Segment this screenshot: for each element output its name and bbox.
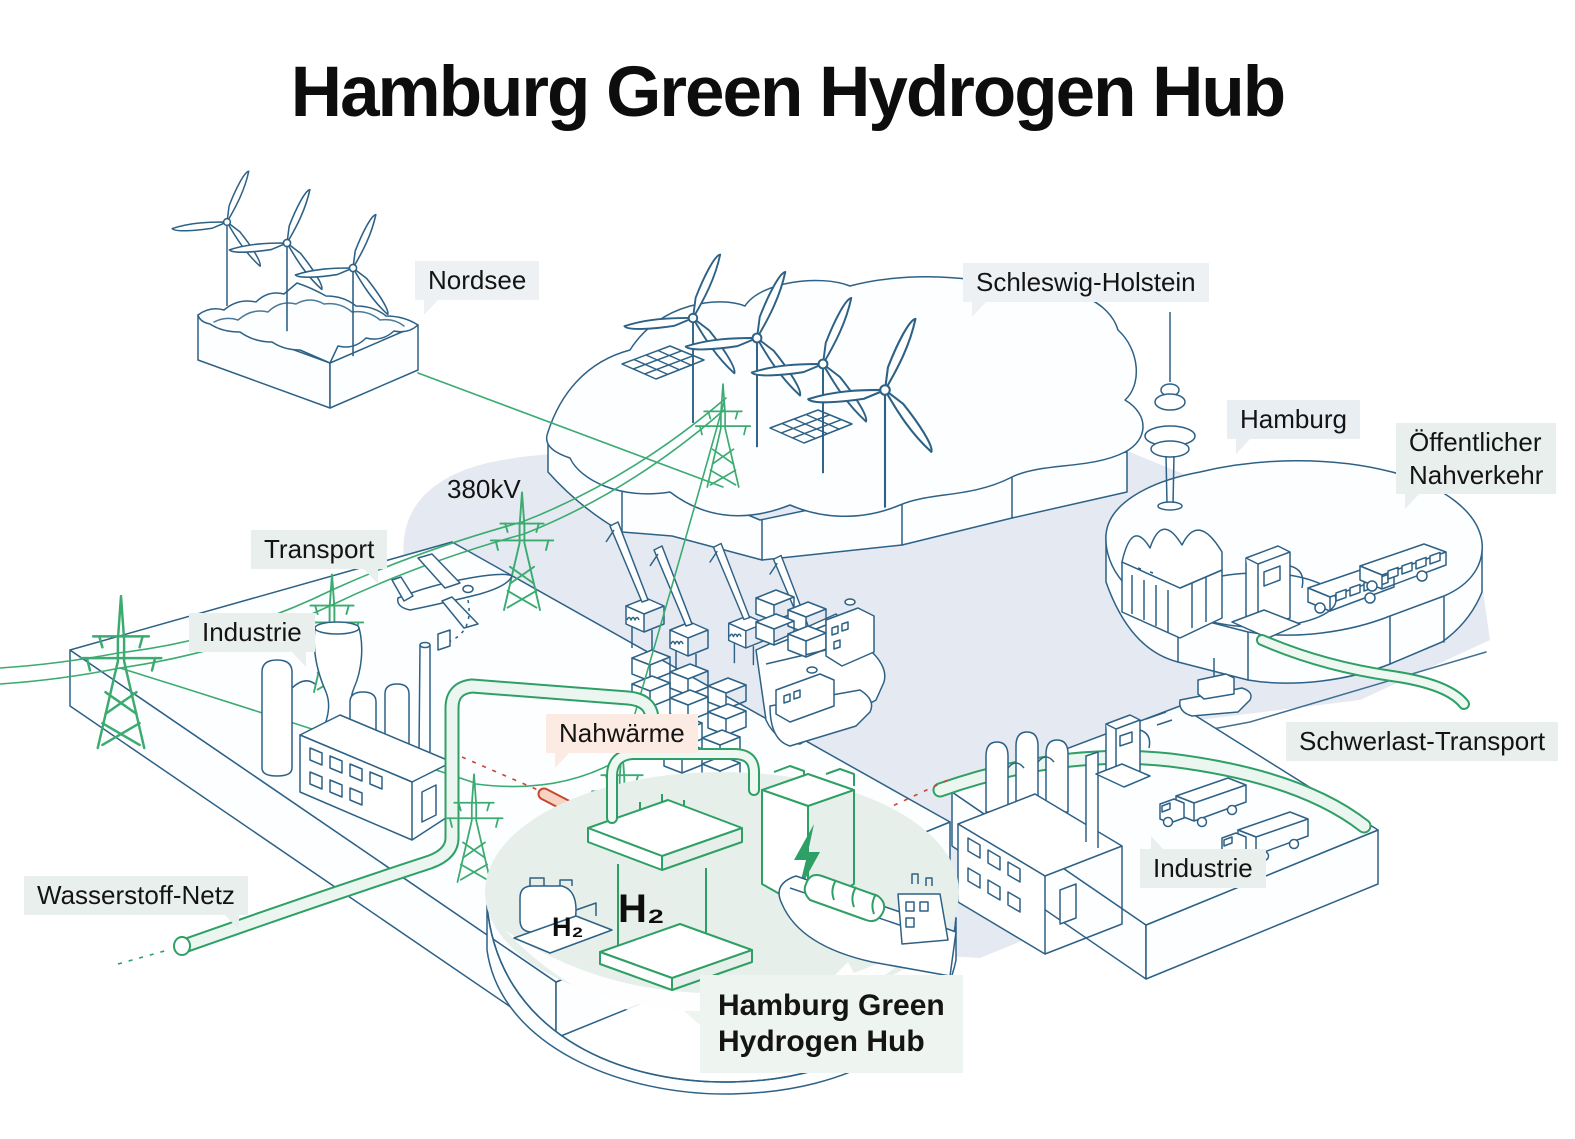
- factory-building-icon: [957, 751, 1123, 955]
- label-hamburg: Hamburg: [1227, 400, 1360, 453]
- label-nahwaerme-text: Nahwärme: [559, 718, 685, 748]
- label-380kv: 380kV: [447, 474, 521, 505]
- label-industrie-right: Industrie: [1140, 836, 1266, 888]
- airplane-icon: [391, 553, 513, 651]
- label-hub-callout: Hamburg Green Hydrogen Hub: [684, 975, 963, 1073]
- process-columns: [985, 731, 1069, 813]
- refinery-icon: [261, 621, 453, 841]
- ferry-icon: [1145, 658, 1252, 726]
- label-industrie-left: Industrie: [189, 613, 315, 666]
- label-schleswig-holstein-text: Schleswig-Holstein: [976, 267, 1196, 297]
- label-wasserstoff-netz-text: Wasserstoff-Netz: [37, 880, 235, 910]
- port-terminal: [605, 521, 886, 788]
- island-pipeline: [1256, 634, 1470, 710]
- schleswig-holstein-island: [546, 250, 1144, 561]
- label-oeffentlicher-line2: Nahverkehr: [1409, 459, 1544, 490]
- hydrogen-fuel-station-icon: [1231, 545, 1304, 639]
- lightning-bolt-icon: [794, 824, 820, 892]
- label-transport: Transport: [251, 530, 388, 583]
- label-nordsee: Nordsee: [415, 261, 540, 314]
- electrolyzer-icon: [587, 794, 753, 991]
- hamburg-island: [1105, 312, 1483, 684]
- label-oeffentlicher-line1: Öffentlicher: [1409, 427, 1542, 457]
- platform-pipeline: [932, 749, 1372, 834]
- label-schleswig-holstein: Schleswig-Holstein: [963, 263, 1209, 316]
- label-transport-text: Transport: [264, 534, 375, 564]
- label-wasserstoff-netz: Wasserstoff-Netz: [24, 876, 248, 929]
- nordsee-windfarm: [171, 168, 419, 409]
- label-schwerlast-transport: Schwerlast-Transport: [1286, 722, 1559, 761]
- label-nahwaerme: Nahwärme: [546, 714, 698, 767]
- label-hamburg-text: Hamburg: [1240, 404, 1347, 434]
- concert-hall-icon: [1121, 528, 1223, 639]
- label-nordsee-text: Nordsee: [428, 265, 527, 295]
- page-title: Hamburg Green Hydrogen Hub: [290, 53, 1286, 132]
- fuel-dispenser-icon: [1095, 714, 1151, 788]
- hydrogen-pipeline: [117, 678, 660, 965]
- feeder-ship-icon: [769, 666, 873, 747]
- hydrogen-tanker-ship-icon: [778, 873, 957, 977]
- label-hub-callout-line2: Hydrogen Hub: [718, 1025, 925, 1058]
- label-380kv-text: 380kV: [447, 474, 521, 504]
- tv-tower-icon: [1144, 312, 1196, 511]
- compressor-label: H₂: [552, 912, 584, 942]
- label-hub-callout-line1: Hamburg Green: [718, 989, 945, 1022]
- right-industrial-platform: [932, 705, 1379, 980]
- hub-arch-pipe: [606, 748, 760, 824]
- label-industrie-left-text: Industrie: [202, 617, 302, 647]
- hydrogen-compressor-icon: [513, 877, 613, 954]
- label-schwerlast-transport-text: Schwerlast-Transport: [1299, 726, 1546, 756]
- electrolyzer-label: H₂: [618, 887, 665, 931]
- label-industrie-right-text: Industrie: [1153, 853, 1253, 883]
- offshore-cable: [417, 372, 724, 488]
- label-oeffentlicher-nahverkehr: Öffentlicher Nahverkehr: [1396, 423, 1557, 509]
